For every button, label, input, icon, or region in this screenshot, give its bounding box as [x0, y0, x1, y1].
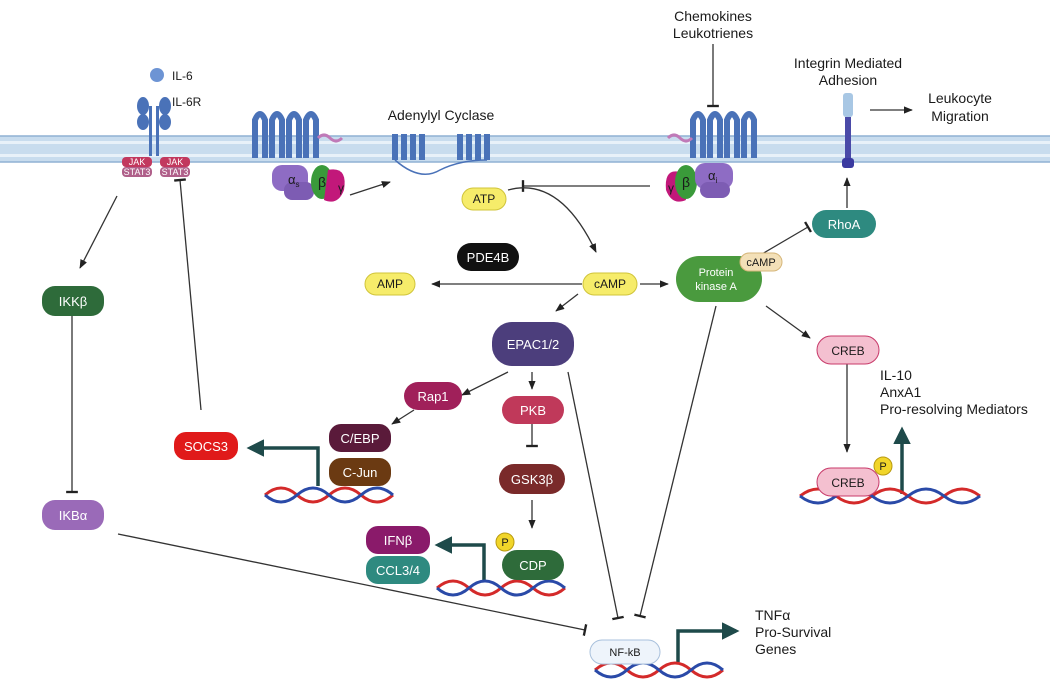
- svg-text:Rap1: Rap1: [417, 389, 448, 404]
- il6-ligand-icon: [150, 68, 164, 82]
- node-cebp: C/EBP: [329, 424, 391, 452]
- svg-text:CCL3/4: CCL3/4: [376, 563, 420, 578]
- svg-text:P: P: [879, 461, 886, 473]
- gamma-right-label: γ: [668, 181, 674, 195]
- svg-text:C-Jun: C-Jun: [343, 465, 378, 480]
- node-protein-kinase-a: Protein kinase A cAMP: [676, 252, 783, 302]
- node-socs3: SOCS3: [174, 432, 238, 460]
- svg-text:SOCS3: SOCS3: [184, 439, 228, 454]
- node-gsk3b: GSK3β: [499, 464, 565, 494]
- integrin-label-line2: Adhesion: [819, 72, 877, 88]
- node-epac: EPAC1/2: [492, 322, 574, 366]
- svg-text:NF-kB: NF-kB: [609, 647, 640, 659]
- node-creb-top: CREB: [816, 335, 880, 365]
- il6r-label: IL-6R: [172, 95, 202, 109]
- node-cdp: CDP P: [495, 532, 564, 580]
- node-ifnb: IFNβ: [366, 526, 430, 554]
- node-rhoa: RhoA: [812, 210, 876, 238]
- svg-text:cAMP: cAMP: [746, 257, 775, 269]
- chemokines-label: Chemokines: [674, 8, 752, 24]
- node-amp: AMP: [364, 272, 416, 296]
- gpcr-left: αs β γ: [252, 111, 345, 202]
- node-nfkb: NF-kB: [589, 639, 661, 665]
- dna-helix-socs3: [264, 486, 394, 504]
- adenylyl-cyclase: Adenylyl Cyclase: [388, 107, 495, 175]
- beta-left-label: β: [318, 174, 326, 190]
- phospho-creb-badge: [873, 456, 893, 476]
- svg-text:PKB: PKB: [520, 403, 546, 418]
- jak-left-label: JAK: [129, 157, 146, 167]
- svg-text:CREB: CREB: [831, 476, 864, 490]
- node-atp: ATP: [461, 187, 507, 211]
- svg-text:IFNβ: IFNβ: [384, 533, 412, 548]
- beta-right-label: β: [682, 174, 690, 190]
- node-ccl34: CCL3/4: [366, 556, 430, 584]
- il10-label: IL-10: [880, 367, 912, 383]
- stat3-left-label: STAT3: [124, 167, 151, 177]
- svg-text:cAMP: cAMP: [594, 277, 626, 291]
- svg-text:CDP: CDP: [519, 558, 546, 573]
- anxa1-label: AnxA1: [880, 384, 921, 400]
- dna-helix-ifnb: [436, 579, 566, 597]
- node-ikba: IKBα: [42, 500, 104, 530]
- g-beta-right-subunit: [675, 165, 697, 199]
- svg-text:IKKβ: IKKβ: [59, 294, 87, 309]
- svg-text:kinase A: kinase A: [695, 281, 737, 293]
- svg-text:C/EBP: C/EBP: [340, 431, 379, 446]
- phospho-cdp-badge: [495, 532, 515, 552]
- leukocyte-label: Leukocyte: [928, 90, 992, 106]
- pro-survival-label: Pro-Survival: [755, 624, 831, 640]
- svg-text:ATP: ATP: [473, 192, 495, 206]
- node-ikkb: IKKβ: [42, 286, 104, 316]
- svg-text:EPAC1/2: EPAC1/2: [507, 337, 560, 352]
- svg-text:RhoA: RhoA: [828, 217, 861, 232]
- jak-right-label: JAK: [167, 157, 184, 167]
- integrin-label-line1: Integrin Mediated: [794, 55, 902, 71]
- leukotrienes-label: Leukotrienes: [673, 25, 753, 41]
- adenylyl-cyclase-label: Adenylyl Cyclase: [388, 107, 495, 123]
- svg-text:IKBα: IKBα: [59, 508, 88, 523]
- g-gamma-subunit: [324, 169, 345, 202]
- svg-text:GSK3β: GSK3β: [511, 472, 553, 487]
- node-pde4b: PDE4B: [457, 243, 519, 271]
- migration-label: Migration: [931, 108, 989, 124]
- stat3-right-label: STAT3: [162, 167, 189, 177]
- node-pkb: PKB: [502, 396, 564, 424]
- genes-label: Genes: [755, 641, 796, 657]
- node-creb-bottom: CREB P: [816, 456, 893, 497]
- node-cjun: C-Jun: [329, 458, 391, 486]
- pathway-connectors: [66, 177, 851, 636]
- svg-text:CREB: CREB: [831, 344, 864, 358]
- gpcr-right: γ β αi: [665, 111, 757, 202]
- integrin-receptor: [842, 93, 854, 168]
- pro-resolving-label: Pro-resolving Mediators: [880, 401, 1028, 417]
- svg-text:PDE4B: PDE4B: [467, 250, 510, 265]
- svg-text:Protein: Protein: [699, 267, 734, 279]
- gamma-left-label: γ: [338, 181, 344, 195]
- transcription-arrows: [246, 426, 911, 662]
- node-camp: cAMP: [582, 272, 638, 296]
- il6-receptor-complex: IL-6 IL-6R JAK JAK STAT3 STAT3: [122, 68, 202, 177]
- node-rap1: Rap1: [404, 382, 462, 410]
- dna-helix-nfkb: [594, 661, 724, 679]
- svg-text:AMP: AMP: [377, 277, 403, 291]
- svg-text:P: P: [501, 537, 508, 549]
- alpha-s-label: αs: [288, 172, 300, 189]
- il6-label: IL-6: [172, 69, 193, 83]
- alpha-i-label: αi: [708, 168, 718, 185]
- tnfa-label: TNFα: [755, 607, 790, 623]
